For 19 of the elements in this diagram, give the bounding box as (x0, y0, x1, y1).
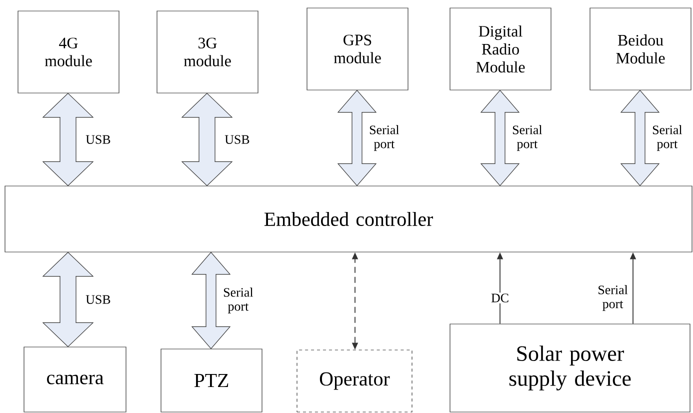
edge-label: Serial port (652, 125, 682, 151)
controller-box: Embedded controller (4, 186, 692, 252)
edge-label: Serial port (512, 125, 542, 151)
device-box: PTZ (160, 348, 262, 412)
edge-label: USB (224, 135, 250, 144)
device-box: Operator (296, 350, 412, 412)
edge-label: Serial port (598, 285, 628, 311)
edge-label: Serial port (370, 125, 400, 151)
edge-label: Serial port (224, 288, 254, 314)
device-box: Solar power supply device (450, 324, 690, 412)
edge-label: DC (490, 292, 510, 304)
module-box: GPS module (306, 8, 408, 90)
module-box: 3G module (156, 10, 258, 94)
edge-label: USB (86, 135, 110, 144)
device-box: camera (24, 346, 126, 412)
module-box: Beidou Module (590, 8, 692, 90)
module-box: 4G module (18, 10, 120, 94)
module-box: Digital Radio Module (450, 8, 552, 90)
edge-label: USB (86, 295, 110, 304)
